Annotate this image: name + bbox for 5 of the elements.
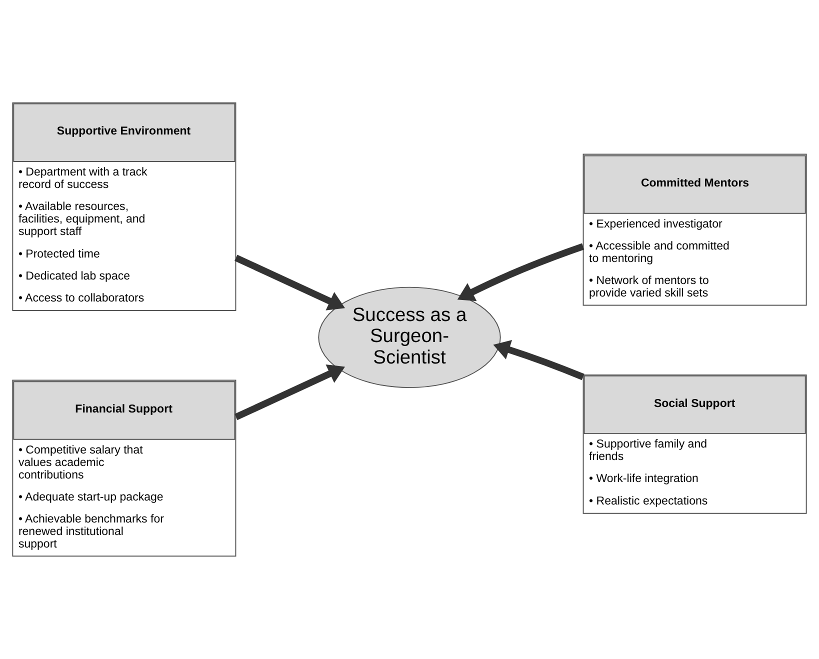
node-ellipse: Success as a Surgeon-Scientist xyxy=(318,286,501,388)
arrow xyxy=(493,340,584,380)
arrow xyxy=(457,243,584,302)
arrow xyxy=(234,254,345,310)
arrow xyxy=(234,364,345,420)
